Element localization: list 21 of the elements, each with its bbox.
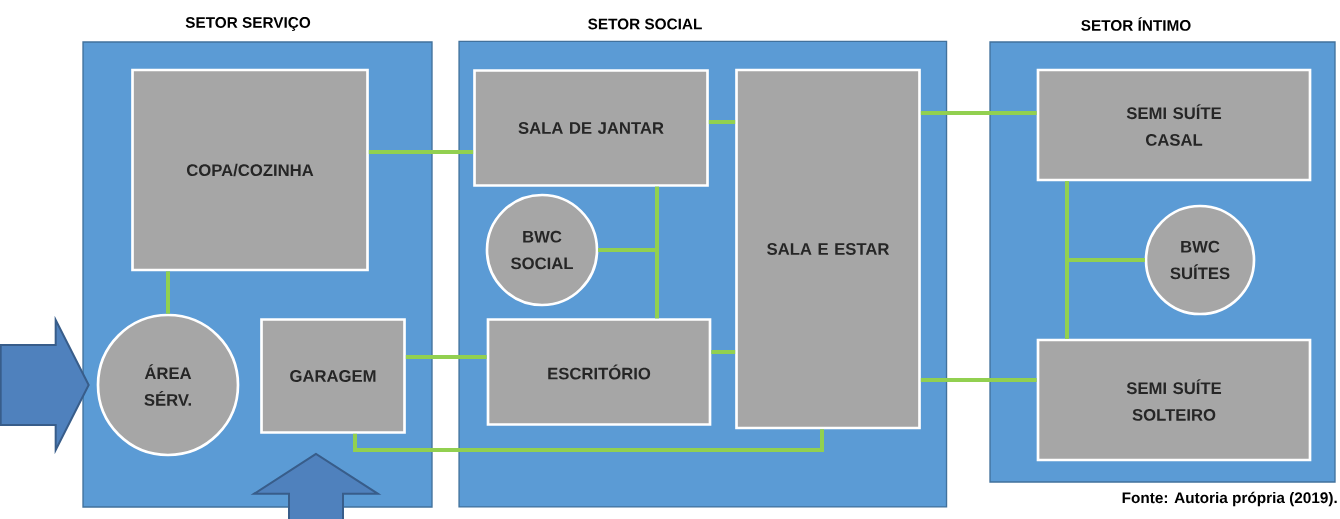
connector-line (711, 350, 736, 354)
connector-line (598, 248, 659, 319)
connector-line (920, 378, 1037, 382)
sector-heading: SETOR SOCIAL (588, 18, 702, 30)
room-box: ESCRITÓRIO (486, 318, 712, 426)
room-box: SALA DE JANTAR (473, 69, 709, 187)
sector-heading: SETOR ÍNTIMO (1081, 17, 1191, 31)
connector-line (166, 271, 170, 314)
connector-line (368, 150, 474, 154)
connector-line (1065, 258, 1145, 339)
room-box: SALA E ESTAR (735, 68, 921, 430)
room-box: GARAGEM (260, 318, 406, 434)
connector-line (920, 111, 1037, 115)
room-box: COPA/COZINHA (131, 68, 369, 272)
room-box: SEMI SUÍTE CASAL (1036, 68, 1312, 182)
connector-line (708, 120, 736, 124)
sector-heading: SETOR SERVIÇO (185, 17, 311, 31)
source-caption: Fonte: Autoria própria (2019). (1122, 491, 1337, 507)
room-box: SEMI SUÍTE SOLTEIRO (1036, 338, 1312, 462)
connector-line (353, 429, 824, 452)
connector-line (405, 355, 487, 359)
